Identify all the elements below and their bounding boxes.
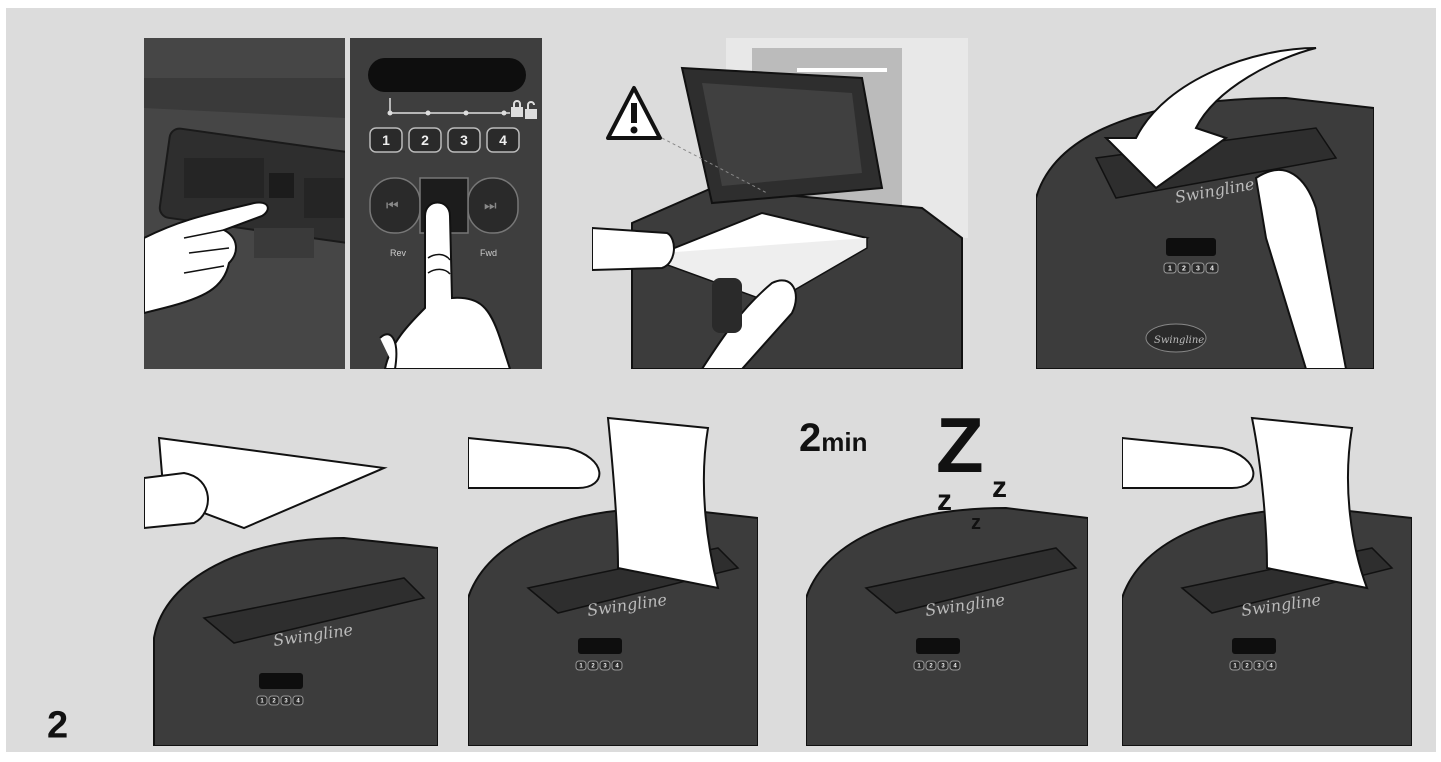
sleep-z-small-3: z <box>971 513 981 533</box>
keypad-button-label: 1 <box>1168 265 1172 272</box>
hand <box>144 473 208 528</box>
warning-triangle-icon <box>608 88 660 138</box>
sleep-z-small-1: z <box>937 486 952 516</box>
brand-badge: Swingline <box>1154 335 1204 346</box>
panel-keypad: 1 2 3 4 ⏮ ⏭ Rev Fwd <box>350 38 542 369</box>
keypad-button-label: 4 <box>1210 265 1214 272</box>
timer-label: 2min <box>799 416 867 461</box>
paper-sheet <box>1252 418 1367 588</box>
keypad-button-label: 3 <box>460 132 468 148</box>
panel-power-switch <box>144 38 345 369</box>
fwd-label: Fwd <box>480 248 497 258</box>
instruction-sheet: 1 2 3 4 ⏮ ⏭ Rev Fwd <box>6 8 1436 752</box>
paper-sheet <box>608 418 718 588</box>
left-hand <box>592 228 674 270</box>
keypad-button-label: 1 <box>382 132 390 148</box>
load-paper-illustration <box>592 38 968 369</box>
timer-unit: min <box>821 427 867 457</box>
power-switch-illustration <box>144 38 345 369</box>
power-switch[interactable] <box>269 173 294 198</box>
display-screen <box>368 58 526 92</box>
sleep-z-large: Z <box>936 406 984 484</box>
keypad-illustration: 1 2 3 4 ⏮ ⏭ Rev Fwd <box>350 38 542 369</box>
hand <box>1122 438 1253 488</box>
sleep-z-small-2: z <box>992 473 1007 503</box>
step-number: 2 <box>47 705 68 748</box>
keypad-button-label: 2 <box>1182 265 1186 272</box>
keypad-button-label: 4 <box>499 132 507 148</box>
rewind-icon: ⏮ <box>386 197 399 213</box>
rev-label: Rev <box>390 248 407 258</box>
panel-load-paper <box>592 38 968 369</box>
timer-value: 2 <box>799 416 821 460</box>
keypad-button-label: 3 <box>1196 265 1200 272</box>
fast-forward-icon: ⏭ <box>484 197 497 213</box>
hand <box>468 438 599 488</box>
keypad-button-label: 2 <box>421 132 429 148</box>
